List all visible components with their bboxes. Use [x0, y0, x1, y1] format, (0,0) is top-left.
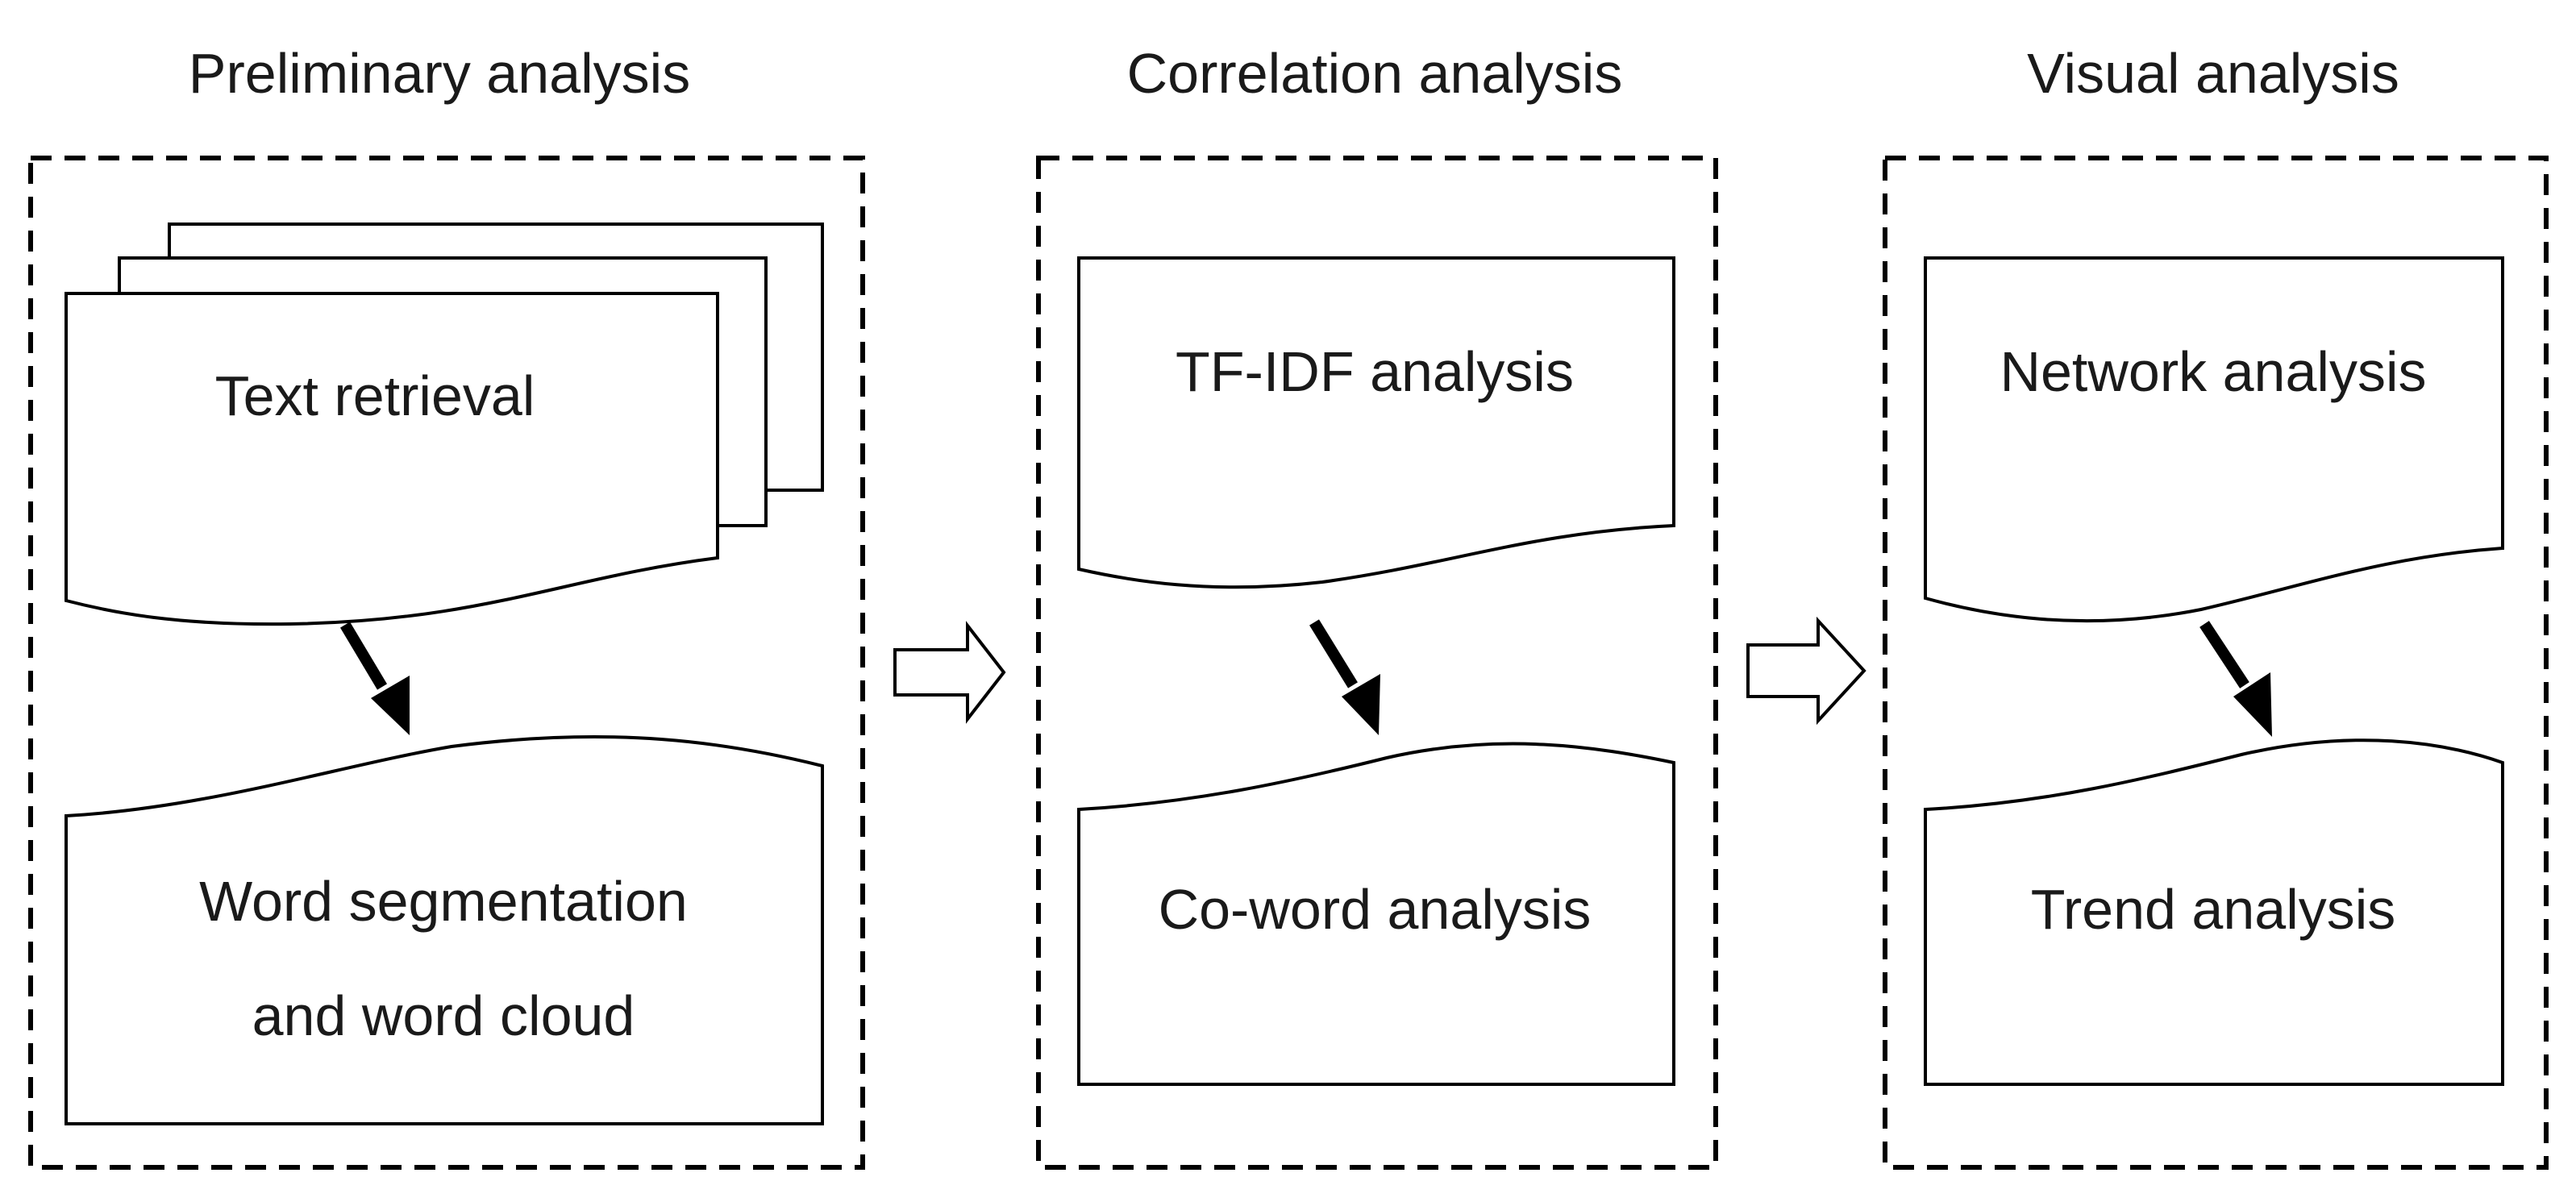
stage-title-correlation: Correlation analysis — [1127, 42, 1623, 105]
tfidf-doc — [1077, 256, 1675, 589]
word-segmentation-label-line2: and word cloud — [252, 984, 635, 1047]
coword-label: Co-word analysis — [1159, 878, 1592, 941]
flow-arrow-3 — [2199, 621, 2272, 737]
stage-frame-preliminary — [28, 156, 865, 1170]
stage-frame-visual — [1883, 156, 2549, 1170]
stage-visual: Visual analysis Network analysis Trend a… — [1883, 42, 2549, 1170]
stage-title-visual: Visual analysis — [2027, 42, 2399, 105]
stage-title-preliminary: Preliminary analysis — [189, 42, 690, 105]
stage-frame-correlation — [1036, 156, 1718, 1170]
stage-correlation: Correlation analysis TF-IDF analysis Co-… — [1036, 42, 1718, 1170]
word-segmentation-doc — [65, 734, 824, 1125]
stage-arrow-2 — [1746, 616, 1866, 726]
text-retrieval-label: Text retrieval — [215, 364, 535, 427]
word-segmentation-label-line1: Word segmentation — [199, 870, 688, 933]
coword-doc — [1077, 742, 1675, 1086]
stage-arrow-1 — [893, 621, 1006, 724]
tfidf-label: TF-IDF analysis — [1176, 340, 1574, 403]
network-doc — [1924, 256, 2504, 623]
trend-label: Trend analysis — [2031, 878, 2396, 941]
trend-doc — [1924, 738, 2504, 1086]
network-label: Network analysis — [2000, 340, 2426, 403]
flow-arrow-1 — [339, 622, 410, 735]
text-retrieval-doc — [65, 292, 719, 626]
stage-preliminary: Preliminary analysis Text retrieval Word… — [28, 42, 865, 1170]
flow-arrow-2 — [1309, 619, 1380, 735]
